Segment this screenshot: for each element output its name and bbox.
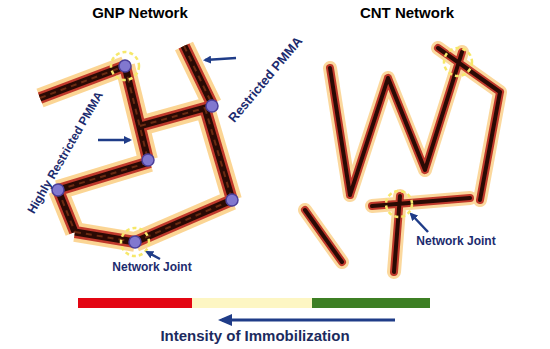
network-title-holder: CNT Network <box>360 4 454 21</box>
intensity-arrow <box>222 319 395 322</box>
region-label-holder: Highly Restricted PMMA <box>25 89 106 216</box>
leader-arrow <box>205 58 236 60</box>
joint-highlight <box>386 191 412 217</box>
joint-label-holder: Network Joint <box>416 235 495 249</box>
region-outline <box>277 28 537 288</box>
joint-highlight <box>444 48 472 76</box>
leader-arrow <box>411 214 428 232</box>
bar-mid <box>192 298 312 308</box>
region-label: Highly Restricted PMMA <box>25 89 106 216</box>
region-circle <box>277 28 537 288</box>
region-outline <box>8 30 272 294</box>
bar-low <box>312 298 430 308</box>
joint-highlight <box>111 52 139 80</box>
joint-dot <box>226 194 238 206</box>
bar-high <box>78 298 192 308</box>
region-label: Restricted PMMA <box>226 34 306 126</box>
network-title: CNT Network <box>360 4 454 21</box>
joint-dot <box>129 236 141 248</box>
axis-caption: Intensity of Immobilization <box>160 327 349 344</box>
joint-highlight <box>121 228 149 256</box>
joint-dot <box>119 60 131 72</box>
axis-caption-holder: Intensity of Immobilization <box>160 327 349 344</box>
region-circle <box>8 30 272 294</box>
leader-arrow <box>98 139 130 142</box>
cnt-edge <box>305 48 500 272</box>
network-region: GNP NetworkRestricted PMMAHighly Restric… <box>8 30 272 294</box>
joint-highlights <box>111 52 149 256</box>
network-region: CNT NetworkNetwork Joint <box>277 28 537 288</box>
network-title: GNP Network <box>92 4 188 21</box>
joint-label: Network Joint <box>416 235 495 249</box>
cnt-glow <box>305 48 500 272</box>
joint-dot <box>206 100 218 112</box>
joint-label: Network Joint <box>112 261 191 275</box>
network-title-holder: GNP Network <box>92 4 188 21</box>
joint-highlights <box>386 48 472 217</box>
joint-dot <box>142 154 154 166</box>
cnt-core <box>305 48 500 272</box>
joint-dots <box>52 60 238 248</box>
region-label-holder: Restricted PMMA <box>226 34 306 126</box>
joint-label-holder: Network Joint <box>112 261 191 275</box>
leader-arrow <box>147 252 160 259</box>
